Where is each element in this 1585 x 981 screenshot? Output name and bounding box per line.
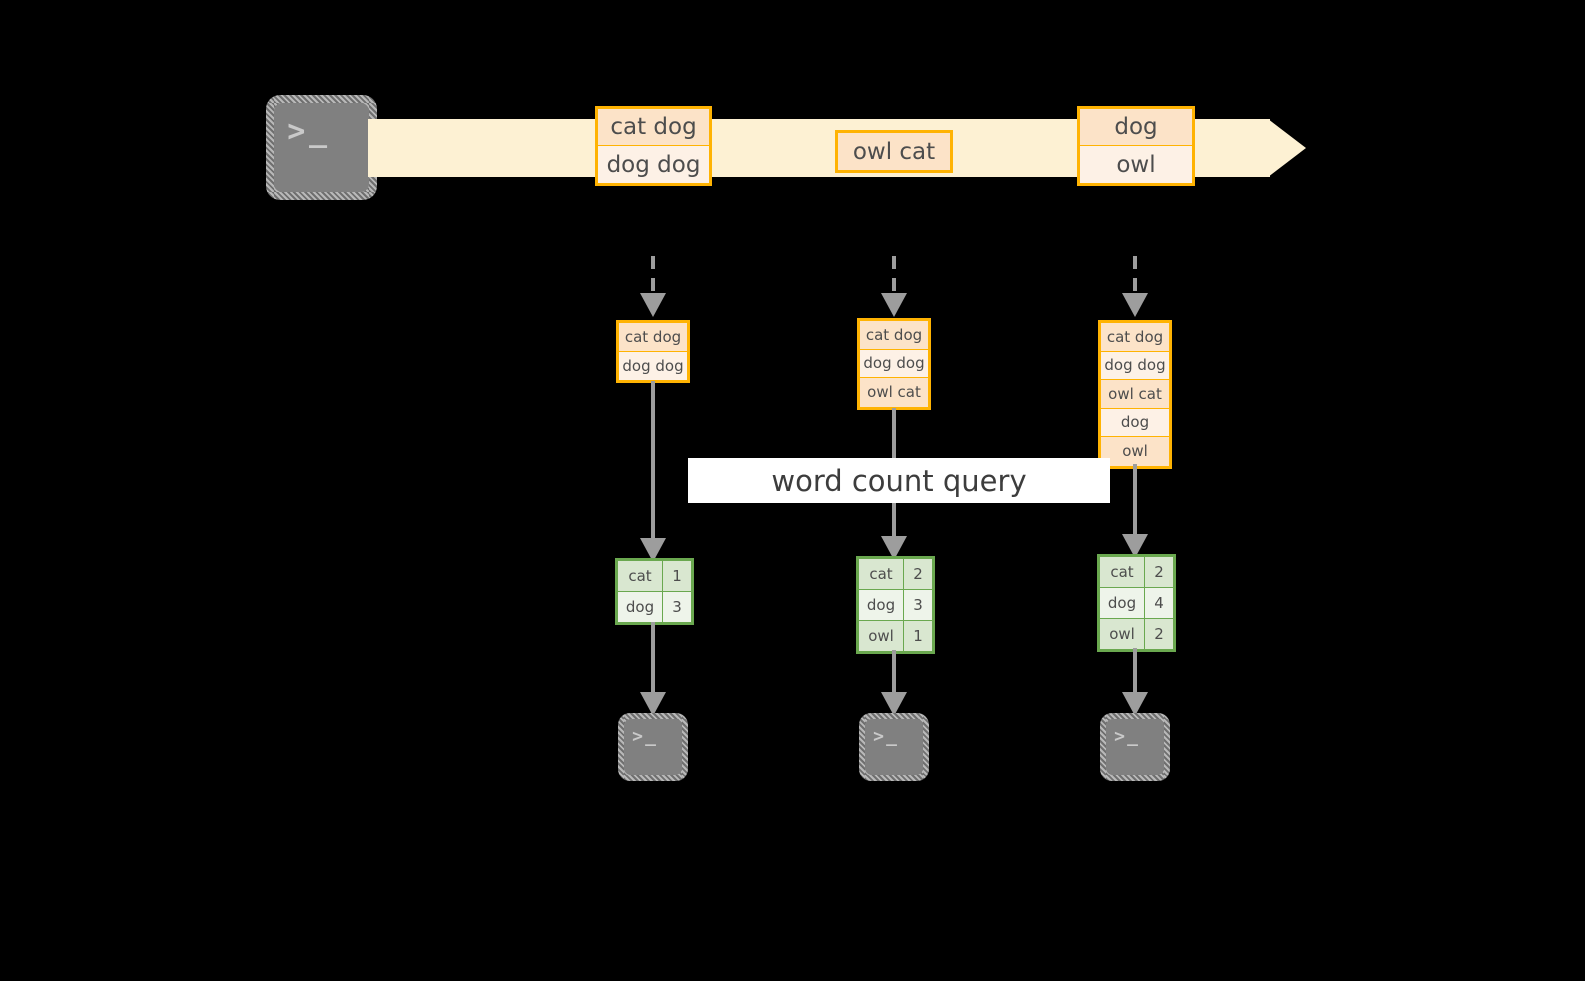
snapshot-3-feed-line — [1133, 256, 1137, 296]
record-line: dog dog — [598, 146, 709, 183]
record-group-2: owl cat — [835, 130, 953, 173]
snapshot-2-count-table: cat 2 dog 3 owl 1 — [856, 556, 935, 654]
count-cell: 1 — [663, 561, 691, 591]
record-line: cat dog — [619, 323, 687, 352]
word-cell: dog — [618, 592, 663, 622]
count-cell: 3 — [904, 590, 932, 620]
word-cell: owl — [1100, 619, 1145, 649]
word-cell: cat — [618, 561, 663, 591]
record-line: dog dog — [860, 349, 928, 378]
record-line: cat dog — [1101, 323, 1169, 352]
word-cell: dog — [1100, 588, 1145, 618]
count-cell: 4 — [1145, 588, 1173, 618]
table-row: dog 4 — [1100, 588, 1173, 619]
snapshot-1-consumer-terminal-icon: >_ — [618, 713, 688, 781]
snapshot-1-feed-arrowhead — [640, 293, 666, 317]
count-cell: 2 — [904, 559, 932, 589]
record-line: dog dog — [1101, 351, 1169, 380]
snapshot-3-feed-arrowhead — [1122, 293, 1148, 317]
terminal-screen — [274, 103, 369, 192]
snapshot-1-records: cat dog dog dog — [616, 320, 690, 383]
snapshot-2-records: cat dog dog dog owl cat — [857, 318, 931, 410]
query-label: word count query — [688, 458, 1110, 503]
record-line: dog — [1080, 109, 1192, 146]
table-row: cat 2 — [1100, 557, 1173, 588]
record-line: owl — [1080, 146, 1192, 183]
count-cell: 2 — [1145, 557, 1173, 587]
snapshot-2-result-line — [892, 650, 896, 694]
snapshot-1-result-arrowhead — [640, 692, 666, 716]
word-cell: cat — [859, 559, 904, 589]
word-cell: dog — [859, 590, 904, 620]
snapshot-1-query-line — [651, 381, 655, 559]
record-line: owl — [1101, 437, 1169, 466]
word-cell: cat — [1100, 557, 1145, 587]
producer-terminal-icon: >_ — [266, 95, 377, 200]
snapshot-2-consumer-terminal-icon: >_ — [859, 713, 929, 781]
word-cell: owl — [859, 621, 904, 651]
count-cell: 3 — [663, 592, 691, 622]
count-cell: 2 — [1145, 619, 1173, 649]
snapshot-2-result-arrowhead — [881, 692, 907, 716]
snapshot-3-records: cat dog dog dog owl cat dog owl — [1098, 320, 1172, 469]
event-stream-arrowhead — [1268, 119, 1306, 177]
terminal-screen — [624, 719, 682, 775]
snapshot-1-feed-line — [651, 256, 655, 296]
record-line: owl cat — [860, 378, 928, 407]
snapshot-3-query-line — [1133, 464, 1137, 558]
record-line: cat dog — [860, 321, 928, 350]
table-row: owl 2 — [1100, 619, 1173, 649]
table-row: cat 1 — [618, 561, 691, 592]
snapshot-2-feed-line — [892, 256, 896, 296]
record-group-1: cat dog dog dog — [595, 106, 712, 186]
table-row: dog 3 — [859, 590, 932, 621]
record-line: owl cat — [1101, 380, 1169, 409]
terminal-screen — [865, 719, 923, 775]
record-line: cat dog — [598, 109, 709, 146]
record-line: dog — [1101, 408, 1169, 437]
table-row: owl 1 — [859, 621, 932, 651]
record-line: owl cat — [838, 133, 950, 170]
snapshot-1-count-table: cat 1 dog 3 — [615, 558, 694, 625]
table-row: cat 2 — [859, 559, 932, 590]
record-group-3: dog owl — [1077, 106, 1195, 186]
snapshot-3-count-table: cat 2 dog 4 owl 2 — [1097, 554, 1176, 652]
count-cell: 1 — [904, 621, 932, 651]
snapshot-1-result-line — [651, 622, 655, 694]
terminal-screen — [1106, 719, 1164, 775]
record-line: dog dog — [619, 351, 687, 380]
snapshot-3-result-arrowhead — [1122, 692, 1148, 716]
snapshot-2-feed-arrowhead — [881, 293, 907, 317]
snapshot-3-consumer-terminal-icon: >_ — [1100, 713, 1170, 781]
table-row: dog 3 — [618, 592, 691, 622]
snapshot-3-result-line — [1133, 648, 1137, 694]
